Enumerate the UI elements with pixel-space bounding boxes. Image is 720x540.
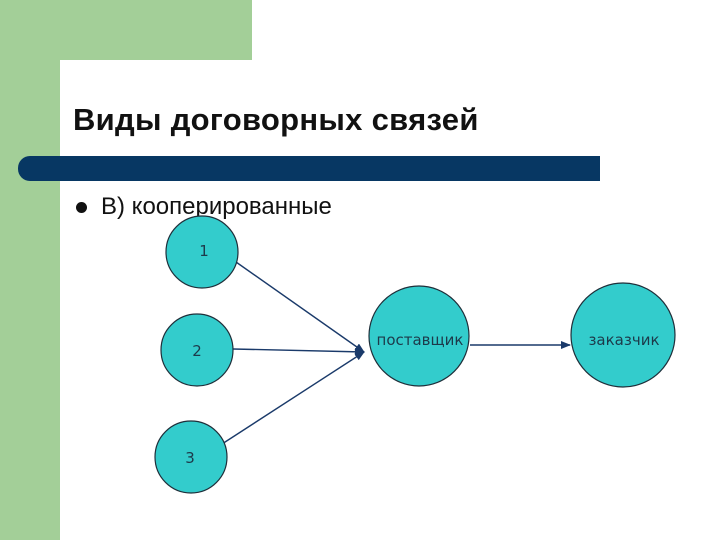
node-1-label: 1: [199, 242, 209, 260]
node-3: 3: [154, 420, 228, 494]
supplier-label: поставщик: [377, 331, 464, 349]
bullet-text: В) кооперированные: [101, 193, 332, 220]
bullet-icon: [76, 202, 87, 213]
node-3-label: 3: [185, 449, 195, 467]
node-2-label: 2: [192, 342, 202, 360]
left-accent-band: [0, 0, 60, 540]
edges-layer: [221, 261, 571, 445]
top-accent-block: [0, 0, 252, 60]
title-underline-bar: [18, 156, 600, 181]
slide-title: Виды договорных связей: [73, 102, 479, 137]
arrow-n3-to-supplier: [221, 351, 365, 445]
customer-node: заказчик: [570, 282, 676, 388]
arrow-n2-to-supplier: [232, 347, 365, 356]
arrow-n1-to-supplier: [235, 261, 365, 353]
node-2: 2: [160, 313, 234, 387]
node-1: 1: [165, 215, 239, 289]
supplier-node: поставщик: [368, 285, 470, 387]
customer-label: заказчик: [588, 331, 659, 349]
